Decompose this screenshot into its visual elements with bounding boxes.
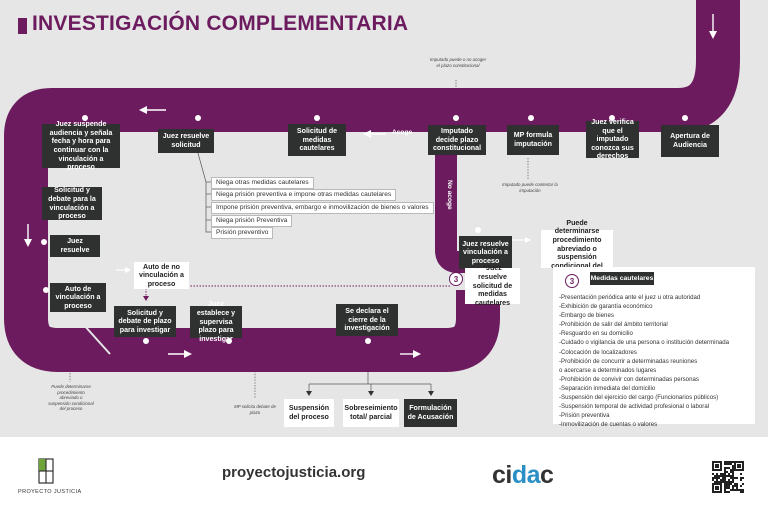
medida-item: -Inmovilización de cuentas o valores — [559, 421, 658, 429]
org-name: PROYECTO JUSTICIA — [18, 489, 82, 495]
node-juez-resuelve: Juez resuelve — [50, 235, 100, 257]
arrow-right-icon — [168, 350, 192, 358]
cidac-part: d — [511, 461, 527, 489]
site-url[interactable]: proyectojusticia.org — [222, 464, 366, 481]
medida-item: -Prohibición de concurrir a determinadas… — [559, 357, 698, 365]
medida-item: -Prohibición de convivir con determinada… — [559, 375, 699, 383]
no-acoge-branch — [435, 112, 470, 273]
node-solicitud-debate-vinculacion: Solicitud y debate para la vinculación a… — [42, 186, 102, 220]
cidac-part: ci — [492, 461, 512, 489]
box-formulacion-acusacion: Formulación de Acusación — [404, 399, 457, 427]
page-title: INVESTIGACIÓN COMPLEMENTARIA — [32, 12, 409, 35]
medida-item: -Prohibición de salir del ámbito territo… — [559, 321, 668, 329]
medida-item: -Resguardo en su domicilio — [559, 330, 633, 338]
box-suspension-proceso: Suspensión del proceso — [284, 399, 334, 427]
medidas-list: -Presentación periódica ante el juez u o… — [559, 293, 753, 429]
node-juez-resuelve-vinculacion: Juez resuelve vinculación a proceso — [459, 236, 512, 269]
box-auto-no-vinculacion: Auto de no vinculación a proceso — [134, 262, 189, 289]
box-juez-resuelve-medidas: *Juez resuelve solicitud de medidas caut… — [465, 264, 520, 307]
node-solicitud-debate-plazo: Solicitud y debate de plazo para investi… — [114, 306, 176, 337]
box-sobreseimiento: Sobreseimiento total/ parcial — [343, 399, 399, 427]
cidac-part: c — [540, 461, 554, 489]
node-mp-formula: MP formula imputación — [507, 125, 559, 155]
option-item: Niega prisión Preventiva — [211, 215, 293, 227]
arrow-down-icon — [709, 14, 717, 39]
node-juez-verifica: Juez verifica que el imputado conozca su… — [586, 118, 639, 160]
circle-number-icon: 3 — [565, 274, 579, 288]
node-juez-suspende: Juez suspende audiencia y señala fecha y… — [42, 120, 120, 171]
medidas-title: Medidas cautelares — [590, 272, 654, 285]
option-item: Niega prisión preventiva e impone otras … — [211, 189, 397, 201]
label-no-acoge: No acoge — [446, 180, 453, 210]
proyecto-justicia-logo-icon — [38, 458, 54, 484]
option-item: Prisión preventivo — [211, 227, 274, 239]
medida-item: -Cuidado o vigilancia de una persona o i… — [559, 339, 730, 347]
arrow-left-icon — [363, 130, 386, 138]
arrow-left-icon — [139, 106, 166, 114]
box-puede-determinarse: Puede determinarse procedimiento abrevia… — [541, 219, 613, 279]
note-contestar: Imputado puede contestar la imputación — [502, 182, 558, 193]
arrow-down-icon — [24, 224, 32, 247]
node-auto-vinculacion: Auto de vinculación a proceso — [50, 283, 106, 312]
medida-item: -Colocación de localizadores — [559, 348, 637, 356]
main-track-path — [4, 0, 740, 372]
medidas-connector — [145, 285, 450, 298]
note-procedimiento: Puede determinarse procedimiento abrevia… — [48, 384, 94, 411]
option-item: Impone prisión preventiva, embargo e inm… — [211, 202, 434, 214]
node-imputado-decide: Imputado decide plazo constitucional — [428, 125, 486, 155]
medida-item: -Separación inmediata del domicilio — [559, 384, 656, 392]
medida-item: -Exhibición de garantía económico — [559, 303, 653, 311]
cidac-logo: cidac — [492, 461, 554, 490]
node-cierre-investigacion: Se declara el cierre de la investigación — [336, 304, 398, 336]
node-solicitud-medidas: Solicitud de medidas cautelares — [288, 124, 346, 156]
arrow-right-icon — [512, 237, 531, 243]
arrow-right-icon — [116, 267, 131, 273]
medida-item: -Suspensión temporal de actividad profes… — [559, 403, 710, 411]
track-seam — [73, 313, 111, 355]
note-mp-debate: MP solicita debate de plazo — [234, 404, 276, 415]
medidas-panel — [553, 267, 755, 424]
options-bracket — [205, 182, 211, 233]
title-accent-bar — [18, 18, 27, 34]
circle-number-icon: 3 — [449, 272, 463, 286]
node-apertura: Apertura de Audiencia — [661, 125, 719, 157]
medida-item: -Prisión preventiva — [559, 412, 610, 420]
medida-item: -Presentación periódica ante el juez u o… — [559, 294, 701, 301]
medida-item: -Suspensión del ejercicio del cargo (Fun… — [559, 394, 719, 402]
note-plazo: Imputado puede o no acoger el plazo cons… — [429, 57, 487, 68]
option-item: Niega otras medidas cautelares — [211, 177, 314, 189]
node-juez-resuelve-solicitud: Juez resuelve solicitud — [158, 129, 214, 153]
arrow-right-icon — [400, 350, 421, 358]
label-acoge: Acoge — [392, 129, 413, 136]
node-juez-establece: Juez establece y supervisa plazo para in… — [190, 300, 242, 343]
qr-code-icon[interactable] — [711, 460, 745, 494]
medida-item: -Embargo de bienes — [559, 312, 614, 320]
cidac-part: a — [526, 461, 541, 489]
medida-item: o acercarse a determinados lugares — [559, 366, 657, 374]
